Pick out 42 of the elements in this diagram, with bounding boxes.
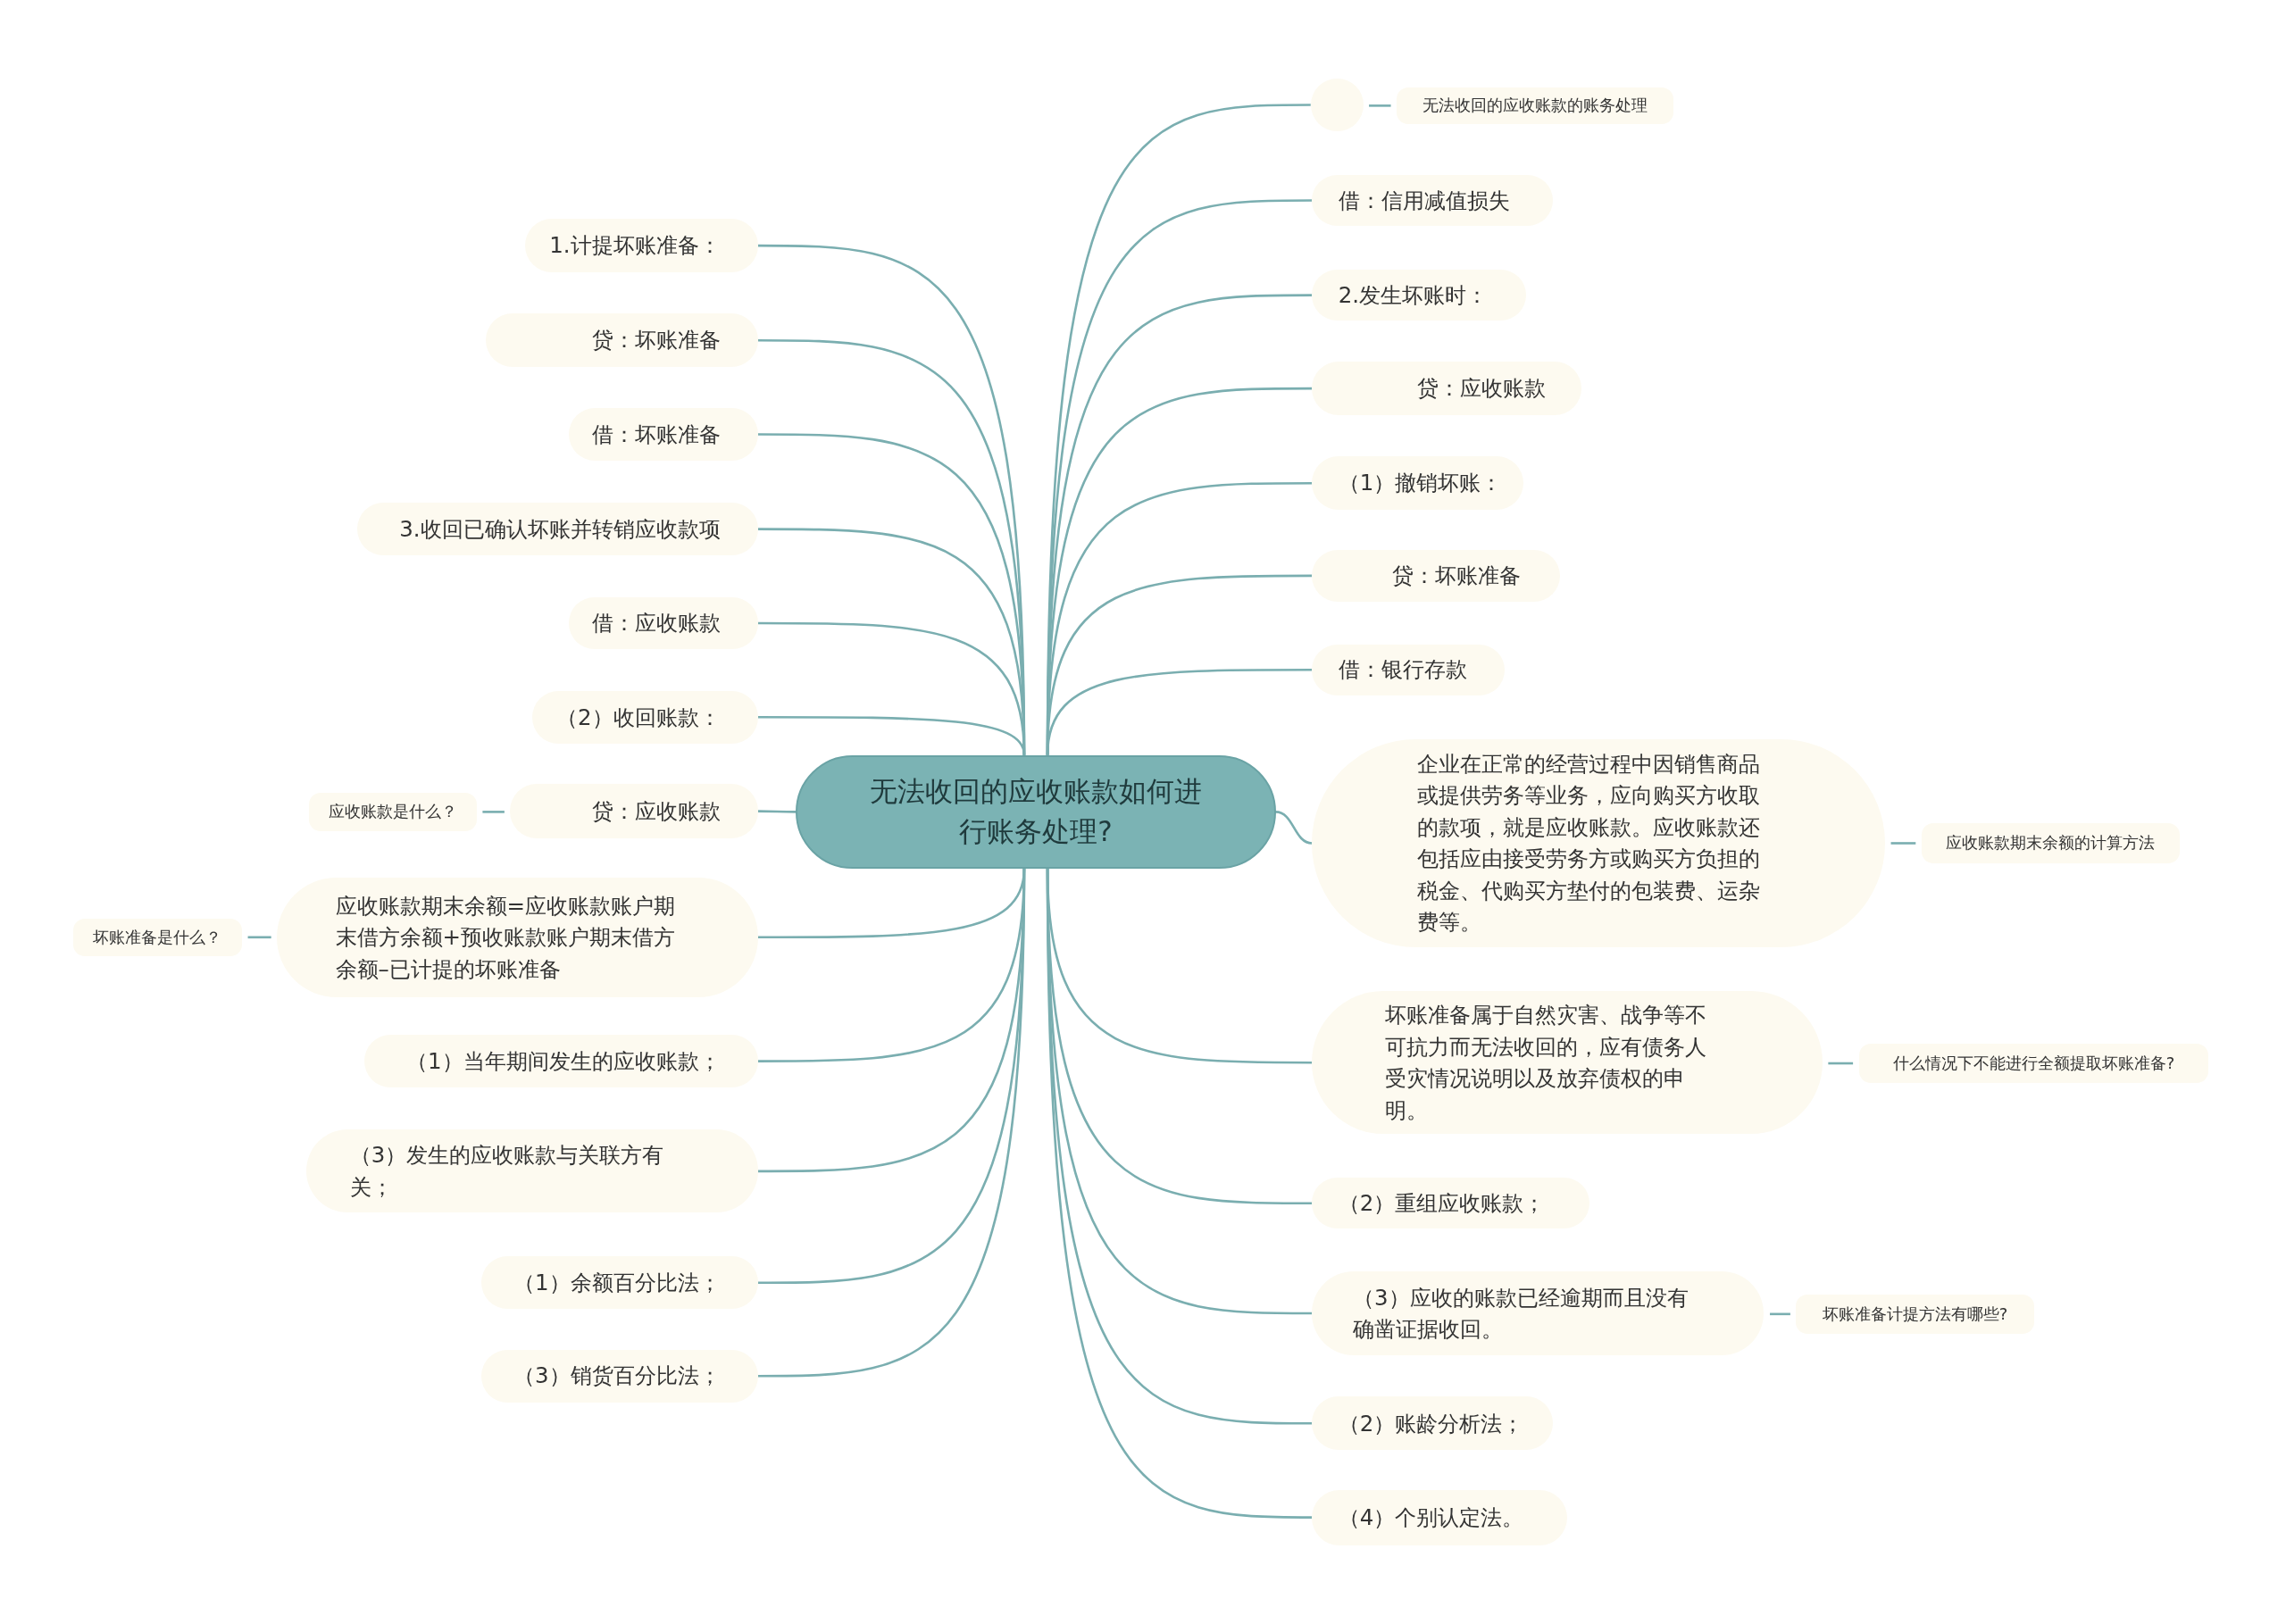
connector-line — [1828, 1062, 1854, 1065]
topic-box: 贷：应收账款 — [510, 784, 758, 838]
topic-box: （3）发生的应收账款与关联方有关； — [305, 1129, 758, 1213]
topic-box: （4）个别认定法。 — [1312, 1489, 1568, 1545]
connector-line — [247, 936, 271, 939]
topic-box: 借：坏账准备 — [568, 408, 758, 461]
central-topic: 无法收回的应收账款如何进行账务处理? — [796, 754, 1276, 870]
note-box: 应收账款是什么？ — [309, 793, 477, 831]
topic-box: 3.收回已确认坏账并转销应收款项 — [357, 503, 758, 555]
topic-box: （3）销货百分比法； — [480, 1349, 758, 1403]
topic-box: 借：应收账款 — [568, 597, 758, 649]
connector-line — [757, 869, 1026, 1378]
topic-box: （2）收回账款： — [531, 690, 758, 744]
topic-box: 贷：应收账款 — [1312, 361, 1582, 416]
topic-box: 坏账准备属于自然灾害、战争等不可抗力而无法收回的，应有债务人受灾情况说明以及放弃债权的申明。 — [1312, 991, 1823, 1135]
topic-box: 贷：坏账准备 — [485, 313, 758, 368]
note-box: 无法收回的应收账款的账务处理 — [1397, 87, 1674, 124]
topic-box: （3）应收的账款已经逾期而且没有确凿证据收回。 — [1312, 1270, 1765, 1356]
connector-line — [482, 811, 505, 813]
note-box: 坏账准备是什么？ — [72, 918, 242, 956]
connector-line — [1046, 668, 1313, 755]
connector-line — [1770, 1312, 1790, 1316]
connector-line — [1369, 104, 1391, 107]
topic-box: 借：银行存款 — [1312, 644, 1505, 695]
topic-box: 企业在正常的经营过程中因销售商品或提供劳务等业务，应向购买方收取的款项，就是应收账款。应收账款还包括应由接受劳务方或购买方负担的税金、代购买方垫付的包装费、运杂费等。 — [1312, 738, 1885, 948]
note-box: 坏账准备计提方法有哪些? — [1796, 1294, 2034, 1334]
topic-box: 应收账款期末余额=应收账款账户期末借方余额+预收账款账户期末借方余额–已计提的坏账准备 — [277, 877, 758, 997]
topic-box: 借：信用减值损失 — [1312, 174, 1553, 227]
connector-line — [758, 715, 1026, 755]
topic-box: （1）撤销坏账： — [1312, 456, 1524, 511]
connector-line — [1890, 842, 1916, 845]
topic-box: （2）重组应收账款； — [1312, 1178, 1589, 1229]
topic-box: （1）当年期间发生的应收账款； — [364, 1035, 758, 1087]
note-box: 应收账款期末余额的计算方法 — [1921, 823, 2180, 863]
topic-box: 1.计提坏账准备： — [524, 218, 758, 273]
topic-box: （2）账龄分析法； — [1312, 1396, 1553, 1451]
topic-box: （1）余额百分比法； — [480, 1256, 758, 1310]
note-box: 什么情况下不能进行全额提取坏账准备? — [1858, 1043, 2209, 1084]
connector-line — [757, 810, 797, 813]
connector-line — [1275, 811, 1313, 845]
topic-box: 贷：坏账准备 — [1312, 549, 1560, 603]
topic-box: 2.发生坏账时： — [1312, 270, 1527, 321]
